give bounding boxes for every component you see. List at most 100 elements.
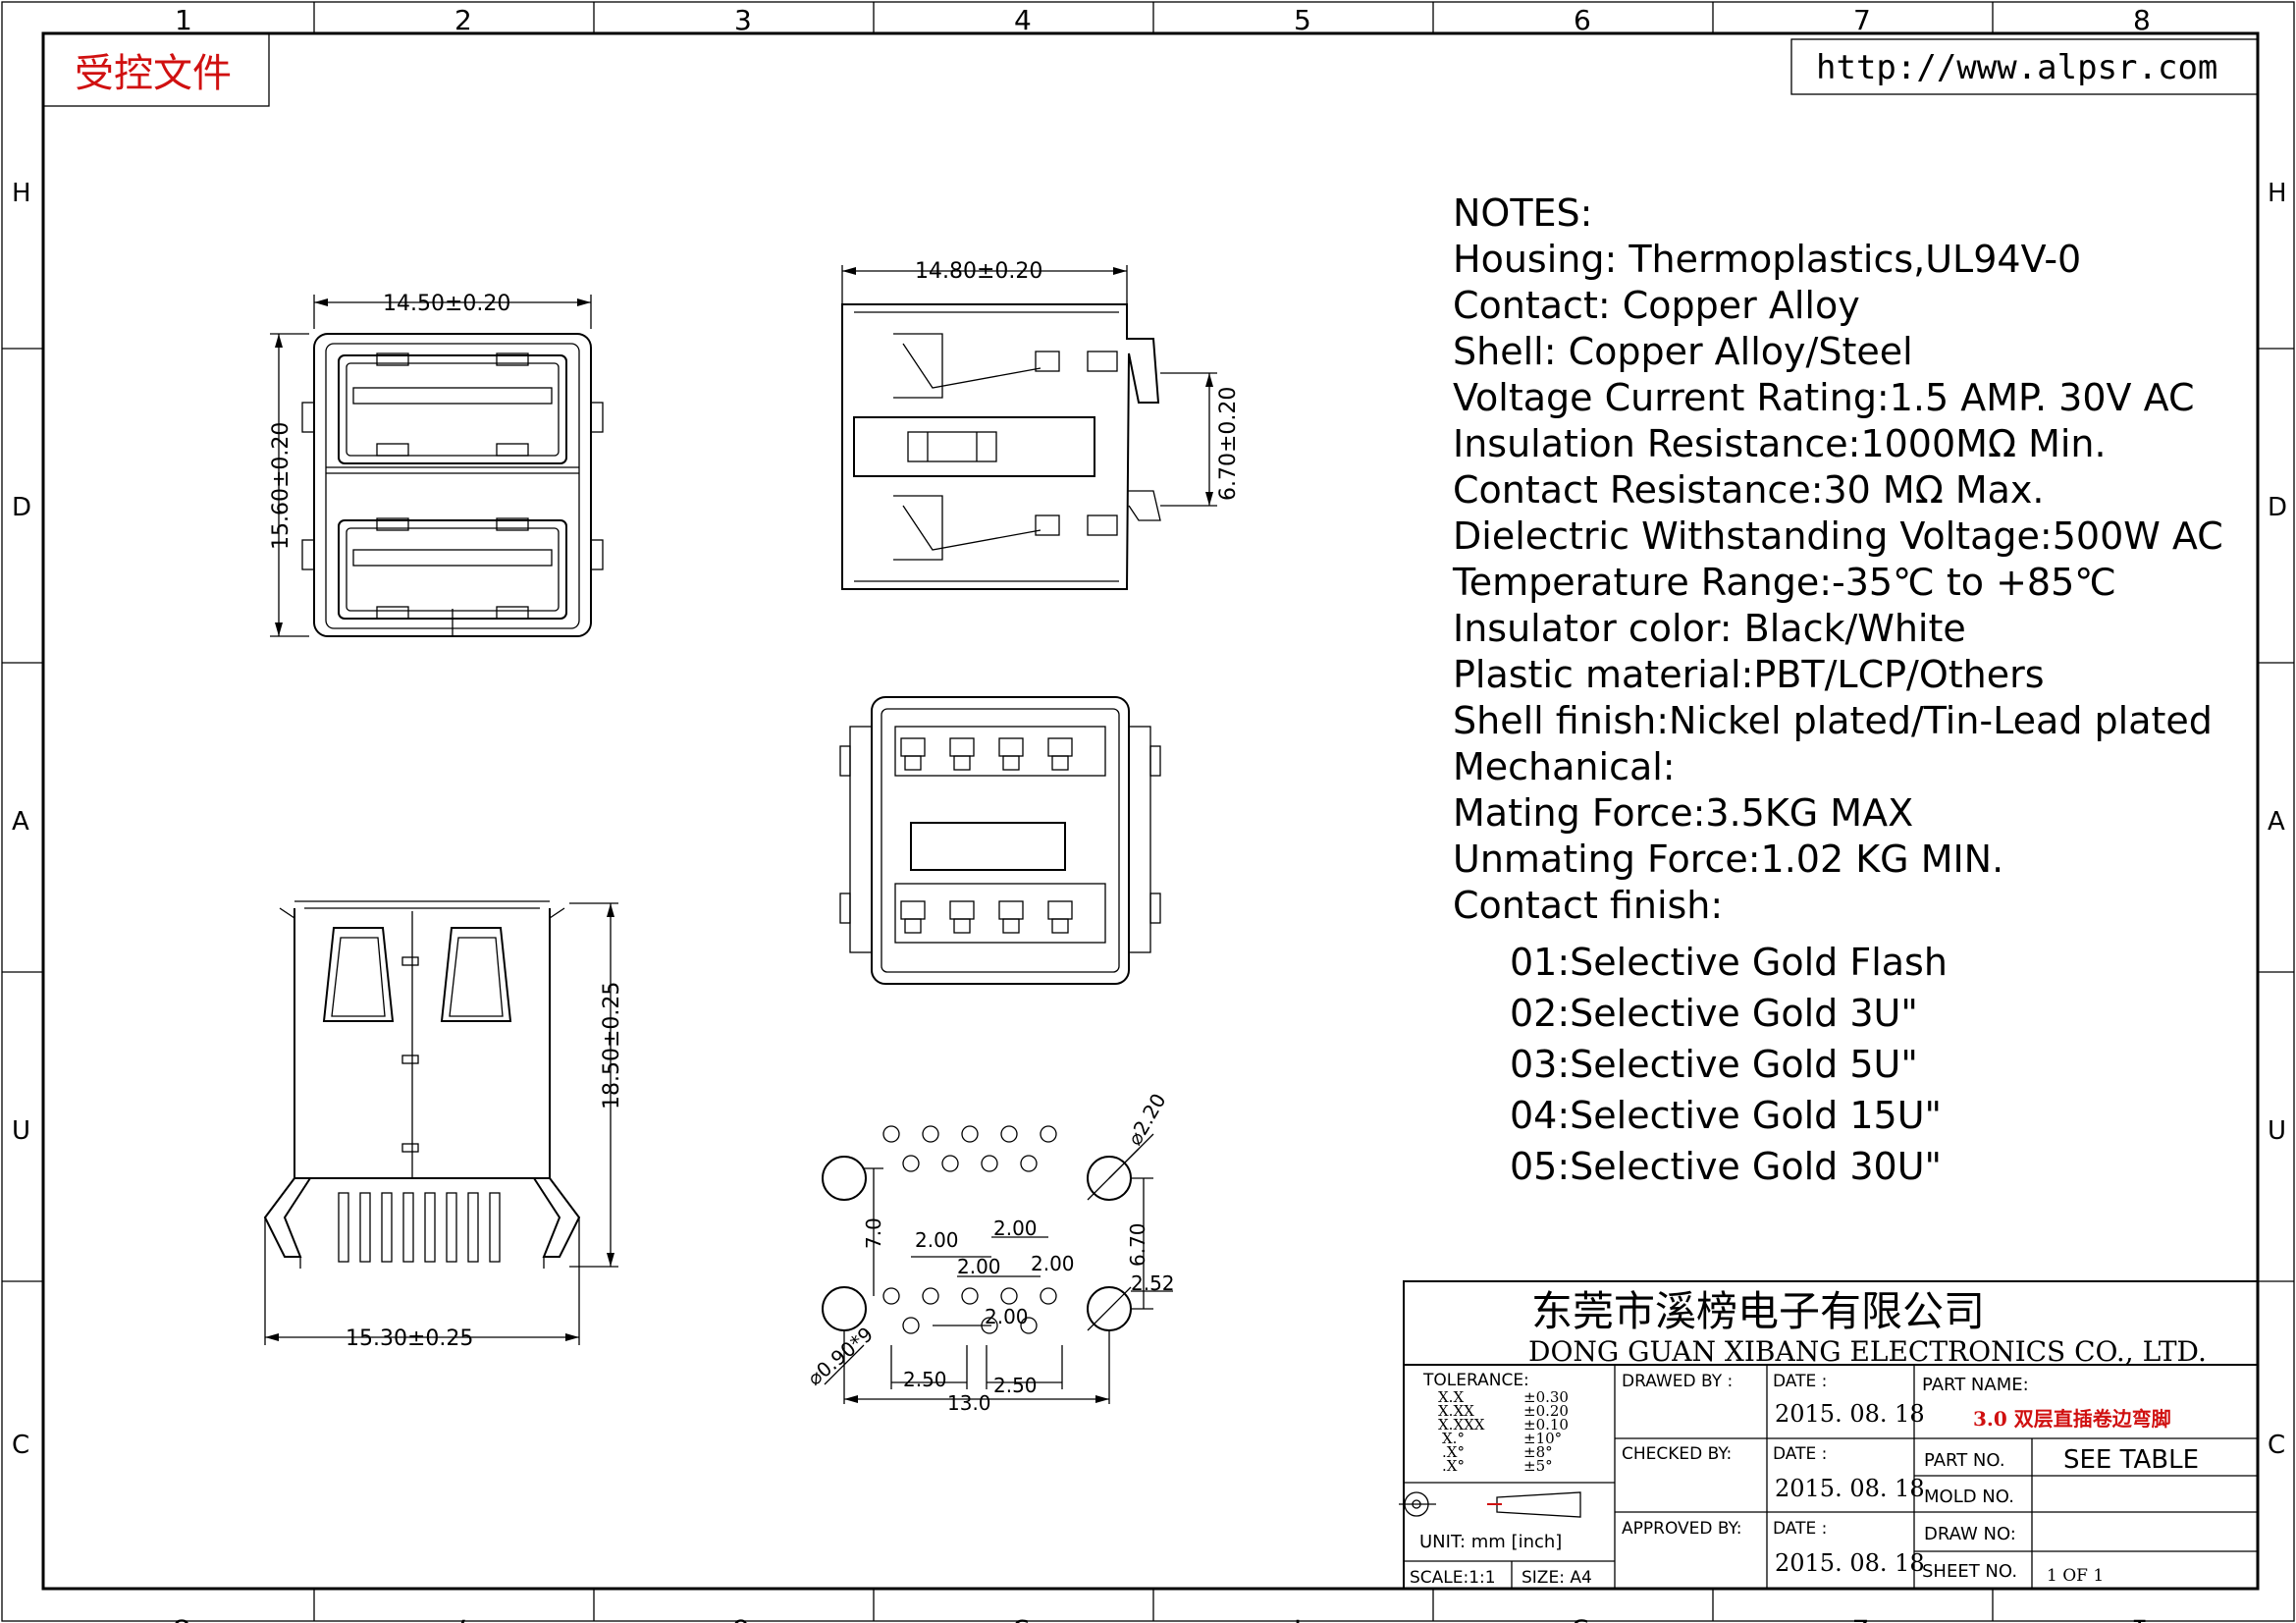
dim-pcb-200-a: 2.00 [915,1228,959,1252]
solder-pin [359,1192,371,1263]
pcb-hole [922,1287,939,1305]
notes-line: Mating Force:3.5KG MAX [1453,791,1913,835]
tolerance-value: ±5° [1523,1457,1553,1475]
dim-pcb-pins: ⌀0.90*9 [803,1322,878,1389]
checked-by-label: CHECKED BY: [1622,1444,1732,1464]
row-label: U [12,1116,30,1146]
part-no: SEE TABLE [2063,1445,2199,1475]
pcb-hole [981,1155,998,1172]
dim-pcb-130: 13.0 [947,1391,991,1415]
pcb-hole [922,1125,939,1143]
pcb-hole [1000,1287,1018,1305]
row-label: D [2268,493,2287,522]
column-label: 5 [1294,4,1311,36]
approved-by-label: APPROVED BY: [1622,1519,1741,1539]
notes-line: Insulator color: Black/White [1453,607,1966,650]
column-label: 7 [453,1613,470,1623]
part-no-label: PART NO. [1924,1450,2005,1471]
finish-option: 05:Selective Gold 30U" [1510,1145,1942,1188]
side-view [841,265,1217,590]
stamp-box [42,32,270,107]
dim-pcb-670: 6.70 [1126,1222,1149,1267]
dim-front-width: 14.50±0.20 [383,292,510,316]
notes-line: Plastic material:PBT/LCP/Others [1453,653,2045,696]
date-label-1: DATE : [1773,1372,1827,1391]
column-label: 3 [1572,1613,1589,1623]
contact-pin [900,900,926,920]
contact-pin [949,737,975,757]
rear-view [839,696,1161,985]
contact-pin-tail [1051,755,1069,771]
pcb-hole [1040,1125,1057,1143]
date-2: 2015. 08. 18 [1775,1475,1925,1502]
date-1: 2015. 08. 18 [1775,1400,1925,1428]
column-label: 2 [1851,1613,1869,1623]
row-label: U [2268,1116,2286,1146]
dim-pcb-hole: ⌀2.20 [1123,1090,1171,1150]
front-view [270,295,604,637]
solder-pin [467,1192,479,1263]
tolerance-key: X.XX [1438,1402,1474,1420]
solder-pin [402,1192,414,1263]
notes-line: Shell finish:Nickel plated/Tin-Lead plat… [1453,699,2213,742]
tolerance-value: ±10° [1523,1430,1562,1447]
column-label: 3 [734,4,752,36]
company-name-en: DONG GUAN XIBANG ELECTRONICS CO., LTD. [1528,1335,2207,1368]
dim-side-width: 14.80±0.20 [915,259,1042,284]
column-label: 8 [2133,4,2151,36]
tolerance-rows: X.X±0.30X.XX±0.20X.XXX±0.10X.°±10°.X°±8°… [1438,1388,1569,1475]
scale-label: SCALE:1:1 [1410,1568,1496,1588]
finish-option: 04:Selective Gold 15U" [1510,1094,1942,1137]
pcb-hole [902,1155,920,1172]
sheet-no-label: SHEET NO. [1922,1561,2017,1582]
pcb-holes [882,1125,1057,1334]
dim-pcb-200-e: 2.00 [985,1305,1029,1328]
column-label: 1 [2131,1613,2149,1623]
tolerance-label: TOLERANCE: [1422,1371,1529,1390]
contact-pin-tail [1002,755,1020,771]
dim-pcb-250-a: 2.50 [903,1368,947,1391]
notes-line: Mechanical: [1453,745,1676,788]
rear-pins-bottom [900,900,1073,934]
date-label-3: DATE : [1773,1519,1827,1539]
pcb-hole [882,1287,900,1305]
inner-border [41,31,2260,1591]
notes-line: Insulation Resistance:1000MΩ Min. [1453,422,2107,465]
contact-pin-tail [1051,918,1069,934]
date-label-2: DATE : [1773,1444,1827,1464]
tolerance-value: ±8° [1523,1443,1553,1461]
solder-pin [338,1192,349,1263]
notes-line: Contact finish: [1453,884,1723,927]
column-label: 6 [732,1613,750,1623]
solder-pin [424,1192,436,1263]
website-url: http://www.alpsr.com [1816,48,2217,87]
contact-pin [949,900,975,920]
drawed-by-label: DRAWED BY : [1622,1372,1733,1391]
contact-pin-tail [1002,918,1020,934]
dim-front-height: 15.60±0.20 [269,422,294,550]
tolerance-value: ±0.30 [1523,1388,1569,1406]
unit-label: UNIT: mm [inch] [1419,1532,1562,1552]
column-label: 6 [1574,4,1591,36]
date-3: 2015. 08. 18 [1775,1549,1925,1577]
dim-bottom-width: 15.30±0.25 [346,1326,473,1351]
pcb-hole [941,1155,959,1172]
notes-line: Housing: Thermoplastics,UL94V-0 [1453,238,2081,281]
contact-pin [998,900,1024,920]
row-label: H [12,179,31,208]
row-label: A [2268,807,2285,837]
pcb-hole [961,1125,979,1143]
row-label: H [2268,179,2287,208]
notes-heading: NOTES: [1453,191,1592,235]
dim-bottom-height: 18.50±0.25 [600,982,624,1109]
tolerance-key: X.X [1438,1388,1464,1406]
notes-line: Voltage Current Rating:1.5 AMP. 30V AC [1453,376,2194,419]
finish-option: 02:Selective Gold 3U" [1510,992,1918,1035]
column-label: 1 [175,4,192,36]
notes-line: Temperature Range:-35℃ to +85℃ [1452,561,2116,604]
dim-pcb-200-c: 2.00 [957,1255,1001,1278]
size-label: SIZE: A4 [1522,1568,1592,1588]
